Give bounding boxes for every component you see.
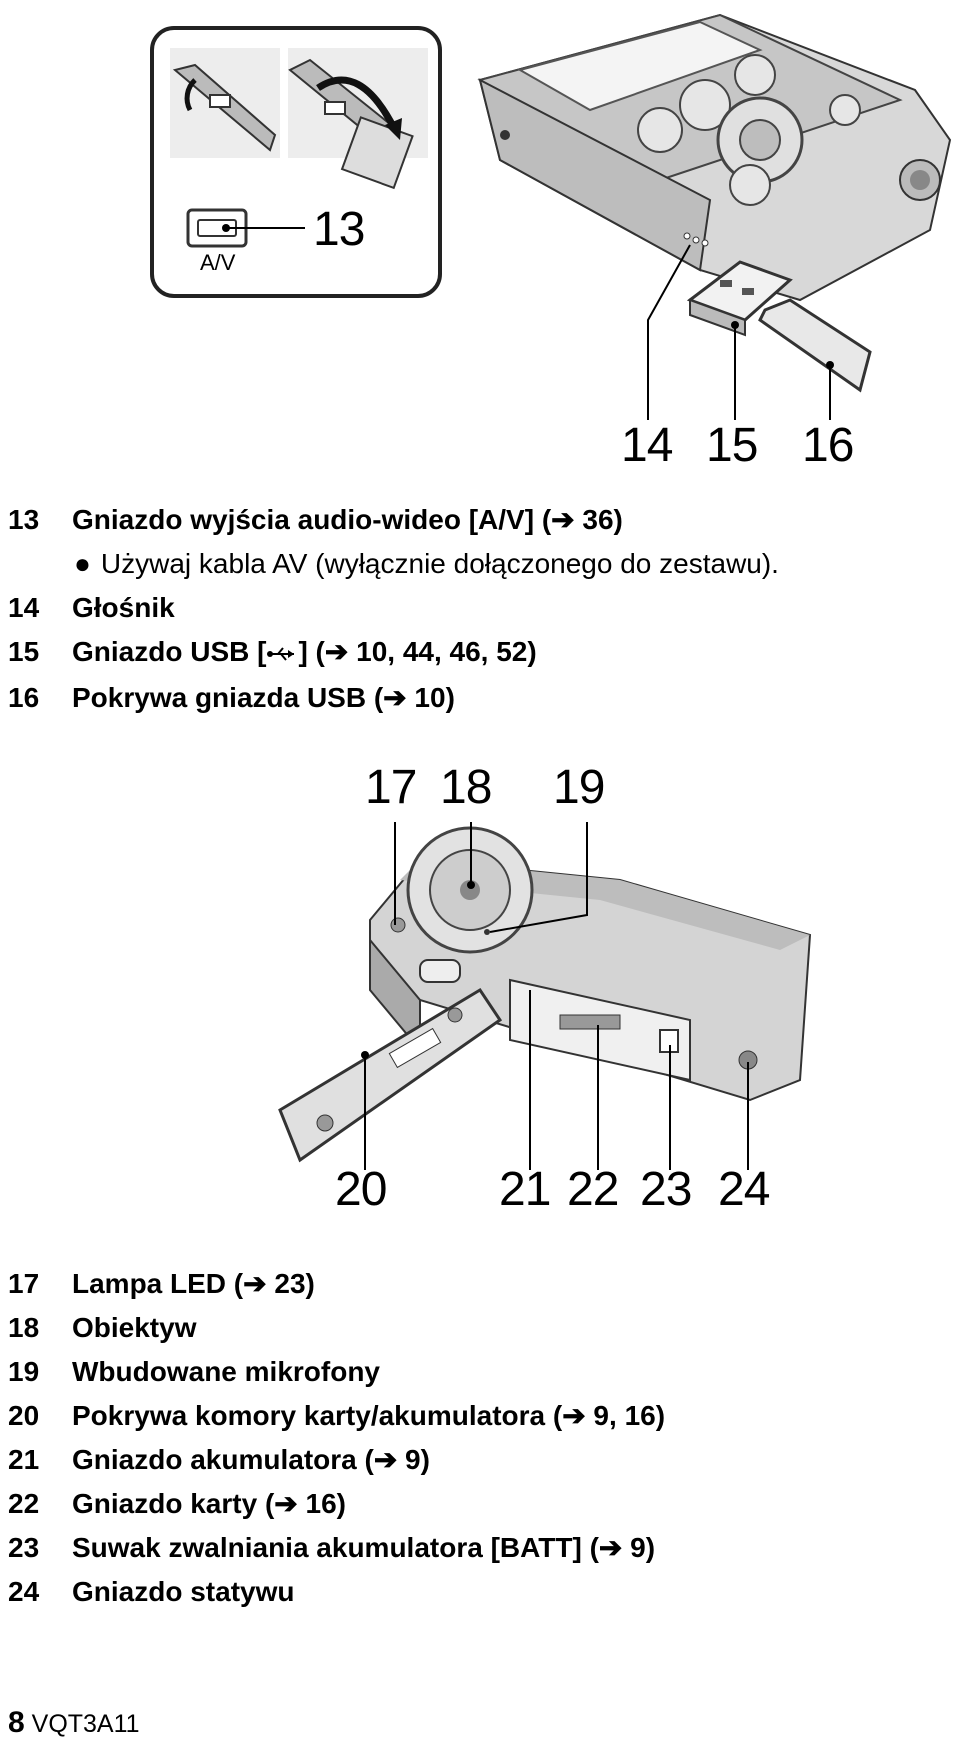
item-text: Gniazdo karty (➔ 16) — [72, 1488, 346, 1519]
list-item-bullet: ● Używaj kabla AV (wyłącznie dołączonego… — [8, 542, 779, 586]
list-item: 20 Pokrywa komory karty/akumulatora (➔ 9,… — [8, 1394, 665, 1438]
item-number: 14 — [8, 592, 40, 623]
item-number: 19 — [8, 1356, 40, 1387]
item-number: 23 — [8, 1532, 40, 1563]
item-text: Gniazdo akumulatora (➔ 9) — [72, 1444, 430, 1475]
page-footer: 8 VQT3A11 — [8, 1706, 140, 1740]
item-number: 21 — [8, 1444, 40, 1475]
callout-23: 23 — [640, 1163, 692, 1216]
item-number: 17 — [8, 1268, 40, 1299]
list-item: 16 Pokrywa gniazda USB (➔ 10) — [8, 676, 779, 720]
item-text: Wbudowane mikrofony — [72, 1356, 380, 1387]
item-text: Gniazdo USB [ ] (➔ 10, 44, 46, 52) — [72, 630, 537, 676]
list-item: 22 Gniazdo karty (➔ 16) — [8, 1482, 665, 1526]
bottom-description-list: 17 Lampa LED (➔ 23) 18 Obiektyw 19 Wbudowan… — [8, 1262, 665, 1614]
av-port-label: A/V — [200, 250, 236, 275]
item-text-pre: Gniazdo USB [ — [72, 636, 267, 667]
callout-17: 17 — [365, 761, 417, 814]
usb-icon — [266, 632, 298, 676]
list-item: 21 Gniazdo akumulatora (➔ 9) — [8, 1438, 665, 1482]
list-item: 15 Gniazdo USB [ ] (➔ 10, 44, 46, 52) — [8, 630, 779, 676]
item-number: 24 — [8, 1576, 40, 1607]
document-code: VQT3A11 — [31, 1710, 140, 1738]
item-number: 22 — [8, 1488, 40, 1519]
item-text: Obiektyw — [72, 1312, 197, 1343]
leader-line-19 — [489, 822, 588, 933]
item-text: Gniazdo wyjścia audio-wideo [A/V] (➔ 36) — [72, 504, 623, 535]
list-item: 23 Suwak zwalniania akumulatora [BATT] (➔… — [8, 1526, 665, 1570]
list-item: 19 Wbudowane mikrofony — [8, 1350, 665, 1394]
item-text: Lampa LED (➔ 23) — [72, 1268, 315, 1299]
camera-bottom-illustration — [278, 822, 812, 1170]
item-number: 20 — [8, 1400, 40, 1431]
item-text: Suwak zwalniania akumulatora [BATT] (➔ 9… — [72, 1532, 656, 1563]
top-description-list: 13 Gniazdo wyjścia audio-wideo [A/V] (➔ … — [8, 498, 779, 720]
list-item: 14 Głośnik — [8, 586, 779, 630]
item-number: 18 — [8, 1312, 40, 1343]
callout-15: 15 — [706, 419, 758, 472]
item-text: Głośnik — [72, 592, 175, 623]
item-text: Pokrywa gniazda USB (➔ 10) — [72, 681, 455, 713]
leader-line-14 — [647, 244, 691, 420]
list-item: 13 Gniazdo wyjścia audio-wideo [A/V] (➔ … — [8, 498, 779, 542]
callout-21: 21 — [499, 1163, 551, 1216]
callout-18: 18 — [440, 761, 492, 814]
bullet-icon: ● — [74, 548, 91, 579]
camera-body-top — [477, 13, 952, 393]
item-number: 16 — [8, 681, 40, 713]
bullet-text: Używaj kabla AV (wyłącznie dołączonego d… — [100, 548, 779, 579]
av-inset-illustration — [150, 26, 442, 298]
item-number: 13 — [8, 504, 40, 535]
camera-top-illustration — [150, 13, 952, 420]
callout-22: 22 — [567, 1163, 619, 1216]
list-item: 17 Lampa LED (➔ 23) — [8, 1262, 665, 1306]
callout-19: 19 — [553, 761, 605, 814]
callout-20: 20 — [335, 1163, 387, 1216]
callout-14: 14 — [621, 419, 673, 472]
camera-body-bottom — [278, 826, 812, 1163]
item-text: Pokrywa komory karty/akumulatora (➔ 9, 1… — [72, 1400, 666, 1431]
item-text-post: ] (➔ 10, 44, 46, 52) — [298, 636, 537, 667]
callout-13: 13 — [313, 203, 365, 256]
page-number: 8 — [8, 1706, 25, 1739]
callout-24: 24 — [718, 1163, 770, 1216]
list-item: 18 Obiektyw — [8, 1306, 665, 1350]
callout-16: 16 — [802, 419, 854, 472]
list-item: 24 Gniazdo statywu — [8, 1570, 665, 1614]
item-number: 15 — [8, 636, 40, 667]
item-text: Gniazdo statywu — [72, 1576, 295, 1607]
